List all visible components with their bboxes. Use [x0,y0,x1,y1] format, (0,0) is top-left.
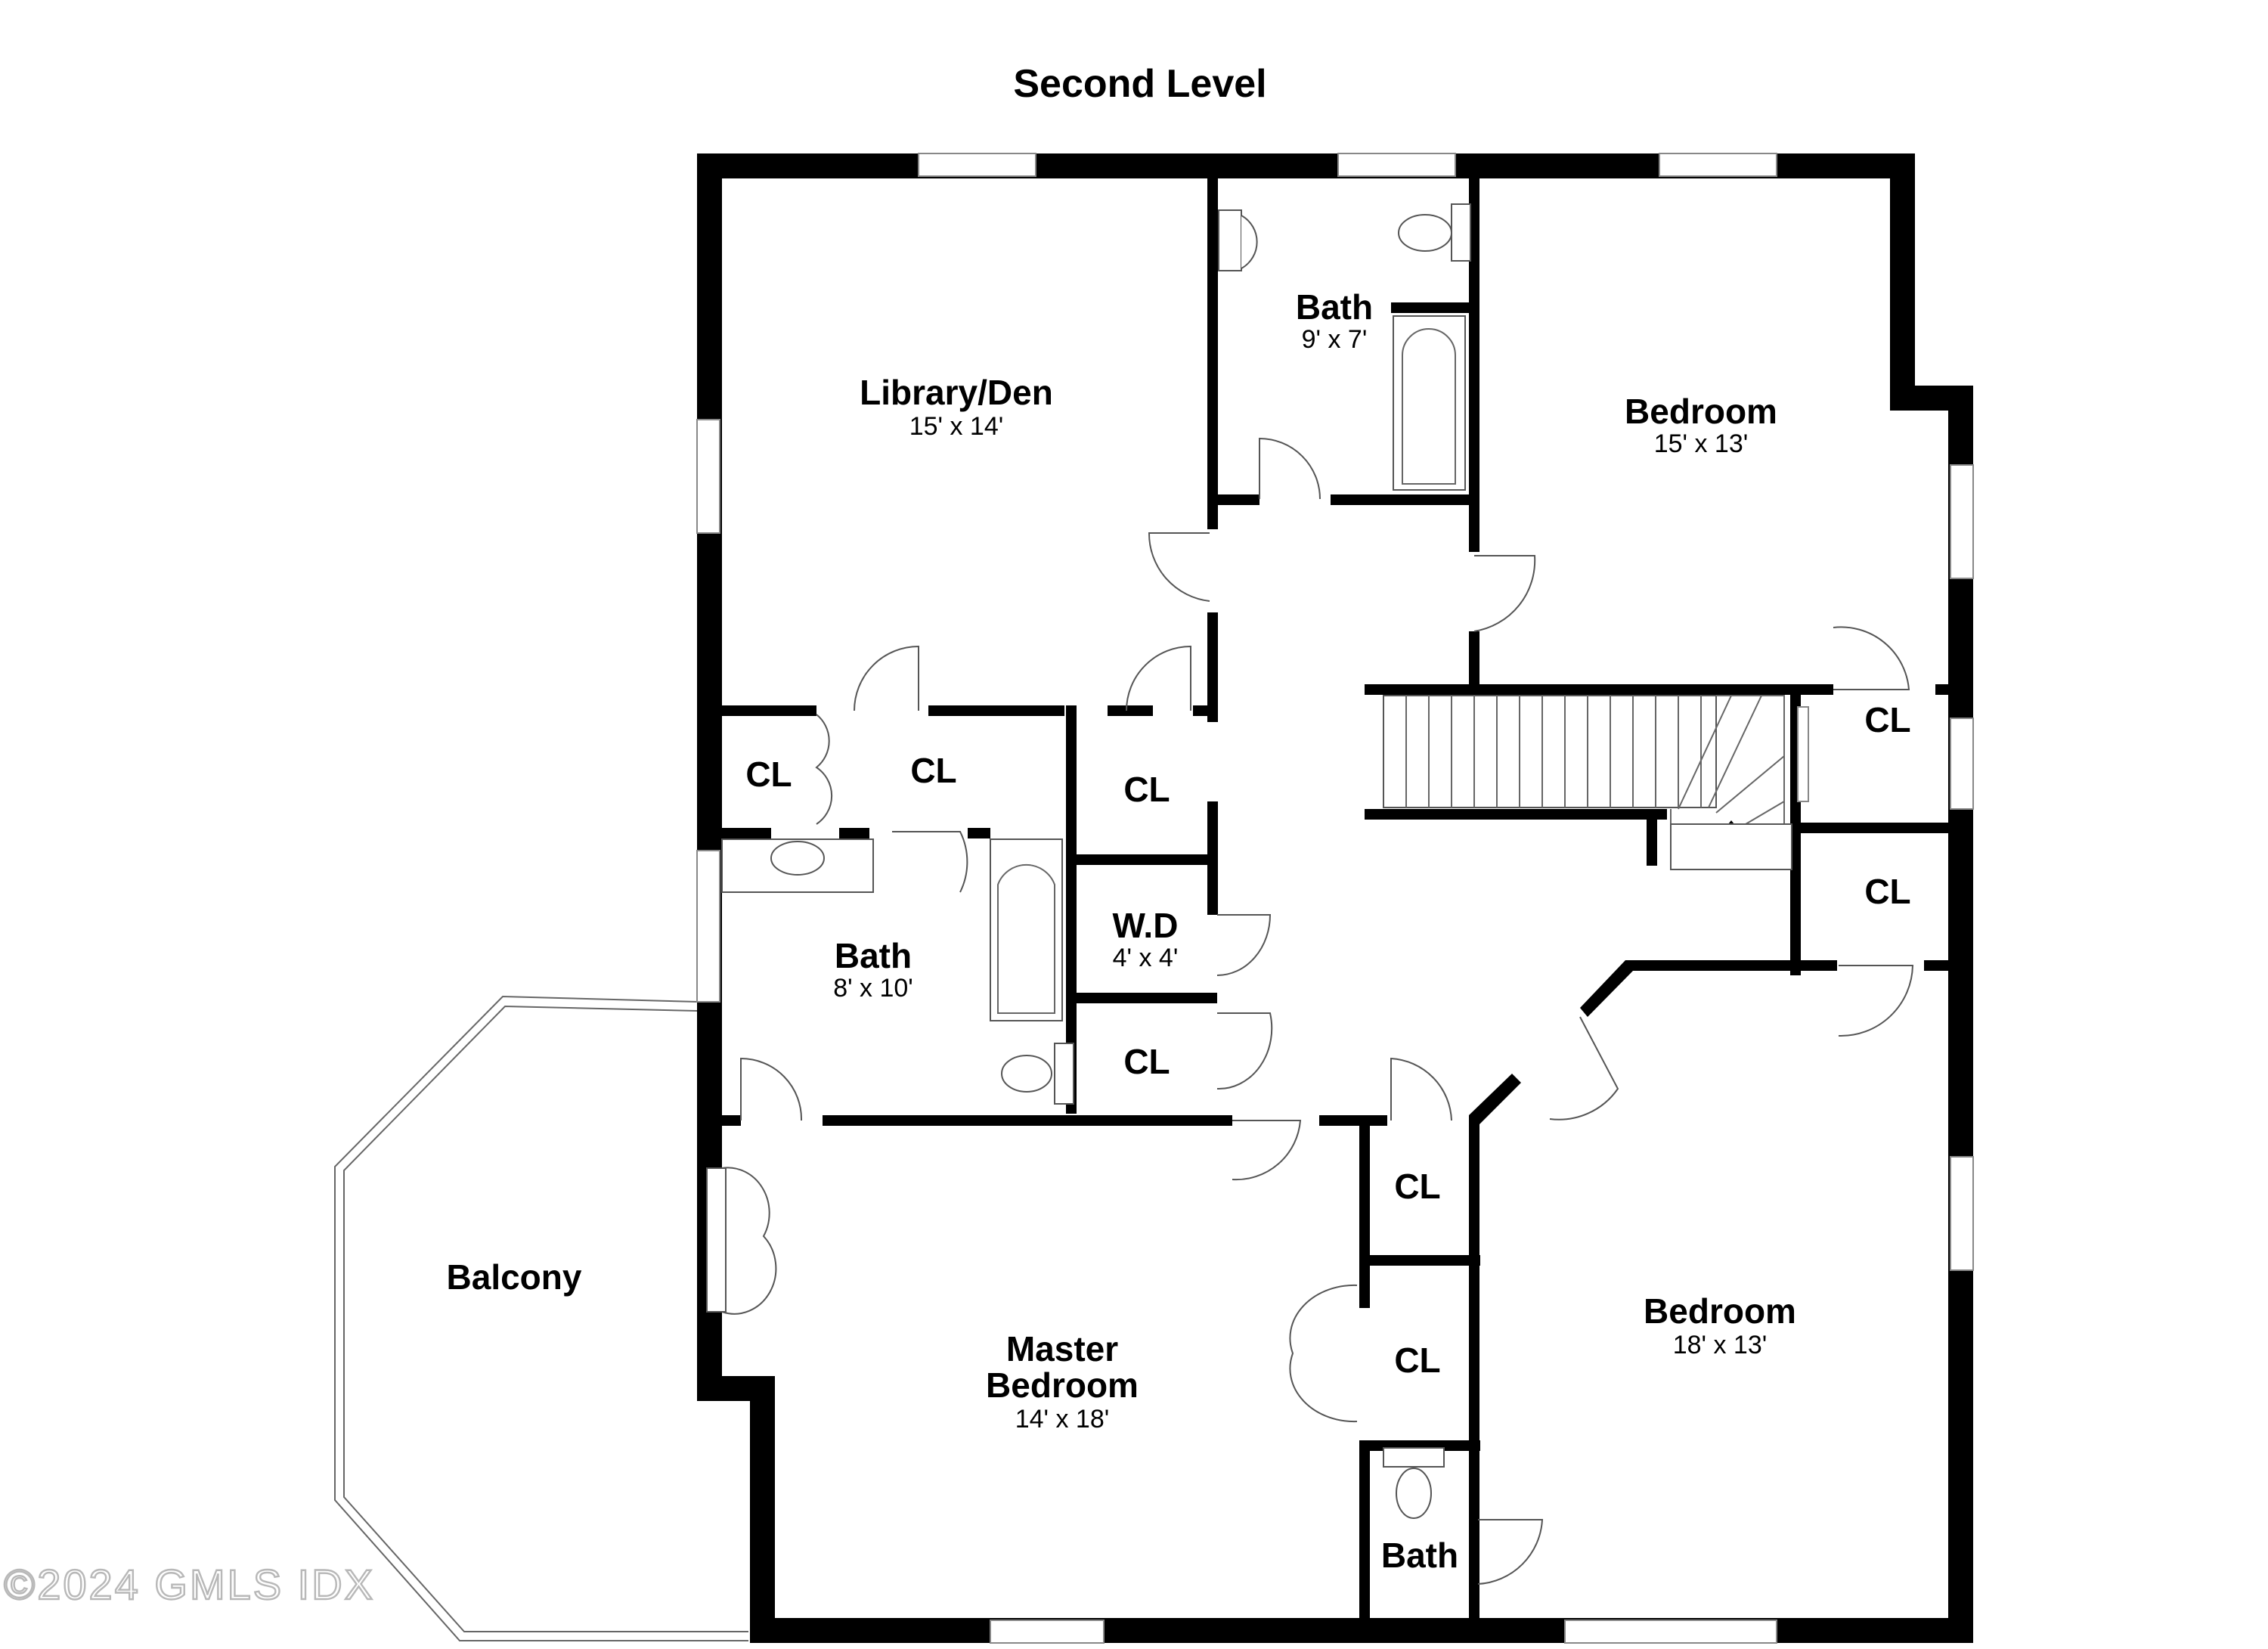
library-label: Library/Den [860,373,1053,412]
bath-top-label: Bath [1296,287,1373,327]
room-labels: Library/Den 15' x 14' Bath 9' x 7' Bedro… [447,287,1911,1575]
staircase [1383,695,1792,870]
bedroom-ne-dims: 15' x 13' [1654,429,1749,458]
wd-label: W.D [1113,906,1179,945]
bath-small-label: Bath [1381,1536,1458,1575]
bath-mid-label: Bath [835,936,912,975]
master-label-line1: Master [1006,1329,1118,1368]
wd-dims: 4' x 4' [1113,944,1179,972]
closet-label: CL [1123,1042,1170,1081]
watermark: ©2024 GMLS IDX [4,1561,375,1608]
closet-label: CL [745,755,792,794]
library-dims: 15' x 14' [909,412,1004,441]
bedroom-ne-label: Bedroom [1625,392,1777,431]
closet-label: CL [910,751,956,790]
bedroom-se-dims: 18' x 13' [1673,1331,1768,1359]
master-dims: 14' x 18' [1015,1405,1110,1434]
bath-top-dims: 9' x 7' [1302,325,1368,354]
plan-title: Second Level [1013,62,1266,106]
fixtures [721,203,1471,1519]
closet-label: CL [1394,1167,1440,1206]
bedroom-se-label: Bedroom [1644,1291,1796,1331]
master-label-line2: Bedroom [986,1365,1139,1405]
closet-label: CL [1394,1341,1440,1380]
closet-label: CL [1864,872,1910,911]
doors [706,437,1914,1585]
balcony-outline [334,995,748,1641]
windows [696,153,1974,1644]
bath-mid-dims: 8' x 10' [833,974,913,1003]
interior-walls [718,174,1973,1641]
balcony-label: Balcony [447,1257,582,1297]
closet-label: CL [1864,700,1910,739]
closet-label: CL [1123,770,1170,809]
